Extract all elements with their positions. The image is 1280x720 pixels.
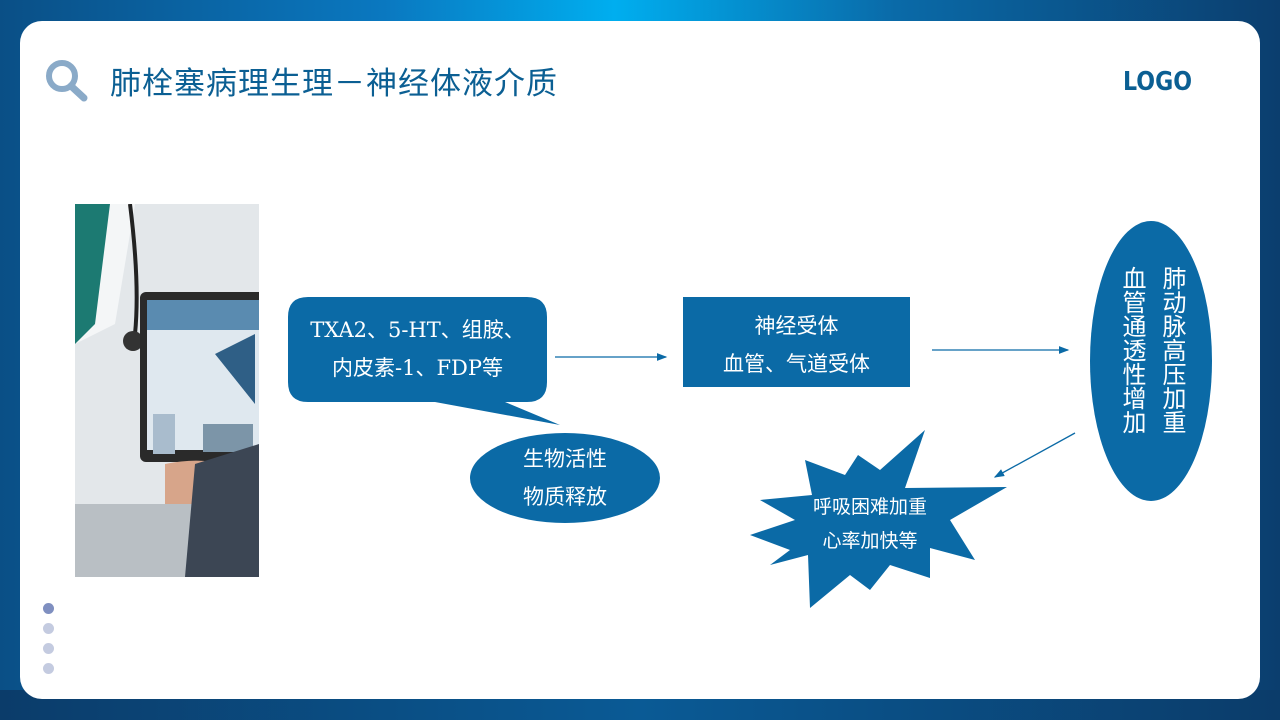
mediators-callout: [288, 297, 560, 425]
release-line: 物质释放: [523, 485, 607, 509]
page-dot-active[interactable]: [43, 603, 54, 614]
symptoms-text: 呼吸困难加重 心率加快等: [790, 490, 950, 558]
mediators-line: TXA2、5-HT、组胺、: [310, 318, 525, 342]
mediators-text: TXA2、5-HT、组胺、 内皮素-1、FDP等: [288, 311, 547, 387]
receptors-line: 神经受体: [754, 314, 839, 338]
symptoms-starburst: [750, 430, 1007, 608]
release-ellipse: [470, 433, 660, 523]
arrow-3: [993, 432, 1076, 478]
outcome-ellipse: [1090, 221, 1212, 501]
symptoms-line: 呼吸困难加重: [812, 496, 927, 518]
receptors-line: 血管、气道受体: [723, 352, 870, 376]
symptoms-line: 心率加快等: [822, 530, 918, 552]
search-icon: [46, 60, 88, 102]
release-line: 生物活性: [523, 447, 607, 471]
mediators-line: 内皮素-1、FDP等: [332, 356, 503, 380]
logo: LOGO: [1123, 67, 1193, 97]
receptors-box: [683, 297, 910, 387]
outcome-line: 血管通透性增加: [1118, 266, 1146, 434]
page-dot[interactable]: [43, 643, 54, 654]
doctor-tablet-photo: [75, 204, 259, 577]
page-dot[interactable]: [43, 623, 54, 634]
outcome-text: 肺动脉高压加重 血管通透性增加: [1112, 266, 1192, 466]
page-title: 肺栓塞病理生理－神经体液介质: [110, 66, 558, 102]
outcome-line: 肺动脉高压加重: [1158, 266, 1186, 434]
page-dot[interactable]: [43, 663, 54, 674]
receptors-text: 神经受体 血管、气道受体: [683, 307, 910, 383]
release-text: 生物活性 物质释放: [470, 440, 660, 516]
